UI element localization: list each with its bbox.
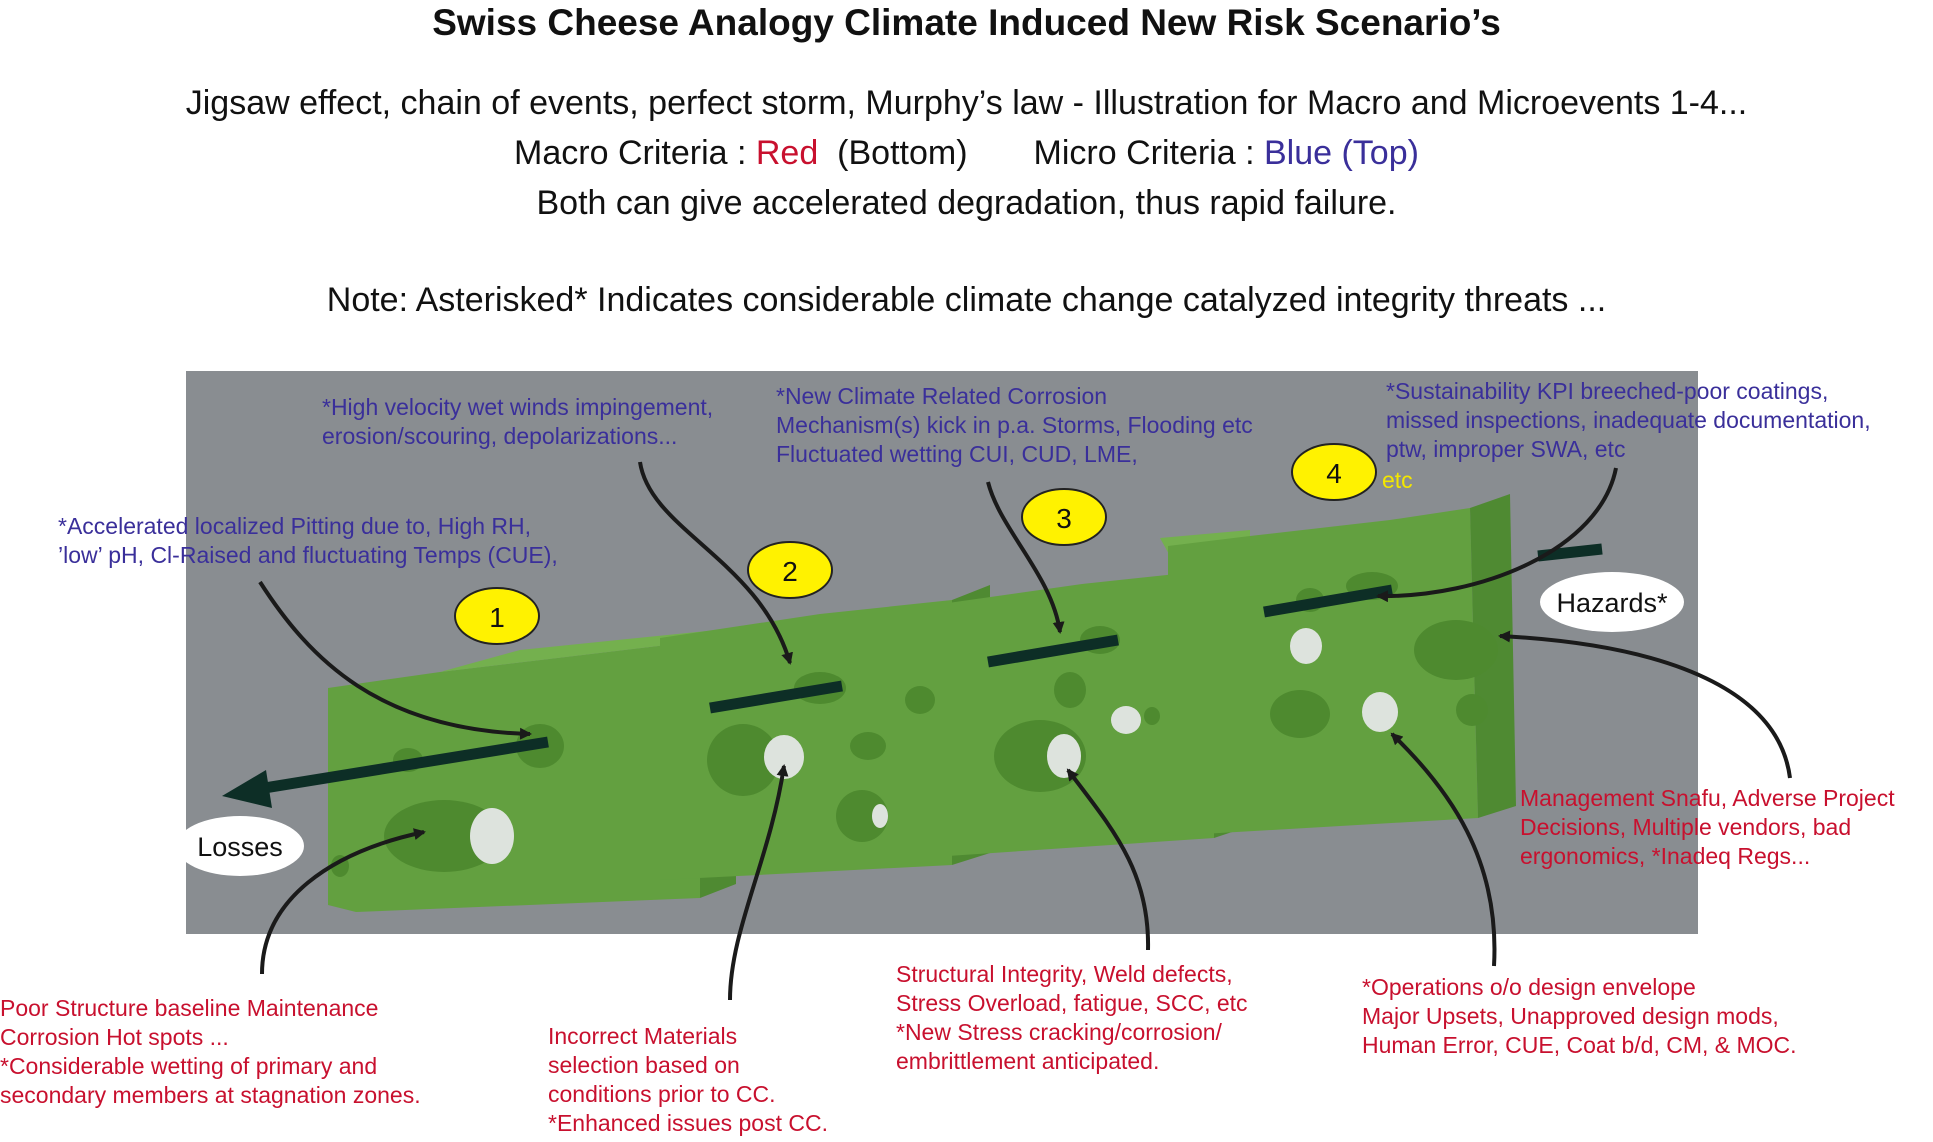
macro-event-1-line-1: Poor Structure baseline Maintenance (0, 995, 379, 1021)
micro-event-1-line-2: ’low’ pH, Cl-Raised and fluctuating Temp… (58, 542, 558, 568)
micro-event-4-etc: etc (1382, 467, 1413, 493)
micro-event-2-line-1: *High velocity wet winds impingement, (322, 394, 714, 420)
callout-arrow-macro-5 (1498, 630, 1792, 779)
callout-arrow-micro-3 (986, 481, 1065, 634)
macro-event-3-line-1: Structural Integrity, Weld defects, (896, 961, 1233, 987)
micro-event-3-line-2: Mechanism(s) kick in p.a. Storms, Floodi… (776, 412, 1253, 438)
macro-criteria-position: (Bottom) (837, 134, 968, 172)
callout-arrow-macro-4 (1390, 732, 1497, 967)
macro-event-5-line-3: ergonomics, *Inadeq Regs... (1520, 843, 1811, 869)
macro-event-3-line-4: embrittlement anticipated. (896, 1048, 1160, 1074)
macro-event-1-label: Poor Structure baseline Maintenance Corr… (0, 994, 421, 1110)
micro-event-4-line-2: missed inspections, inadequate documenta… (1386, 407, 1871, 433)
event-marker-2-number: 2 (782, 556, 798, 587)
callout-arrow-micro-4 (1376, 467, 1618, 603)
losses-label-text: Losses (197, 832, 283, 862)
cheese-slice-1 (328, 628, 736, 912)
diagram-title: Swiss Cheese Analogy Climate Induced New… (432, 2, 1501, 43)
micro-event-4-line-3: ptw, improper SWA, etc (1386, 436, 1626, 462)
macro-event-2-line-2: selection based on (548, 1052, 740, 1078)
diagram-subtitle: Jigsaw effect, chain of events, perfect … (185, 84, 1748, 122)
asterisk-note: Note: Asterisked* Indicates considerable… (326, 281, 1607, 319)
callout-arrow-macro-1 (260, 828, 426, 975)
micro-criteria-label: Micro Criteria : (1033, 134, 1264, 172)
micro-event-2-line-2: erosion/scouring, depolarizations... (322, 423, 678, 449)
micro-event-4-line-1: *Sustainability KPI breeched-poor coatin… (1386, 378, 1829, 404)
macro-event-4-line-3: Human Error, CUE, Coat b/d, CM, & MOC. (1362, 1032, 1797, 1058)
macro-event-2-line-4: *Enhanced issues post CC. (548, 1110, 828, 1136)
callout-arrow-macro-3 (1066, 768, 1151, 951)
callout-arrow-micro-2 (638, 461, 793, 665)
cheese-slice-2 (660, 585, 990, 880)
macro-event-5-line-1: Management Snafu, Adverse Project (1520, 785, 1895, 811)
micro-event-3-line-3: Fluctuated wetting CUI, CUD, LME, (776, 441, 1138, 467)
micro-event-3-label: *New Climate Related Corrosion Mechanism… (776, 382, 1253, 469)
macro-criteria-label: Macro Criteria : (514, 134, 756, 172)
criteria-legend: Macro Criteria : Red (Bottom) Micro Crite… (0, 134, 1933, 173)
micro-event-3-line-1: *New Climate Related Corrosion (776, 383, 1108, 409)
macro-event-2-label: Incorrect Materials selection based on c… (548, 1022, 828, 1138)
macro-event-4-line-1: *Operations o/o design envelope (1362, 974, 1696, 1000)
callout-arrow-macro-2 (728, 764, 789, 1001)
micro-event-2-label: *High velocity wet winds impingement, er… (322, 393, 713, 451)
macro-event-3-line-3: *New Stress cracking/corrosion/ (896, 1019, 1222, 1045)
macro-event-4-line-2: Major Upsets, Unapproved design mods, (1362, 1003, 1779, 1029)
event-marker-1: 1 (454, 587, 540, 645)
event-marker-2: 2 (747, 541, 833, 599)
cheese-slice-4 (1168, 494, 1516, 836)
macro-event-1-line-2: Corrosion Hot spots ... (0, 1024, 229, 1050)
hazards-label: Hazards* (1540, 572, 1684, 632)
macro-criteria-color-word: Red (755, 134, 819, 172)
micro-criteria-color-word: Blue (Top) (1263, 134, 1419, 172)
macro-event-2-line-1: Incorrect Materials (548, 1023, 738, 1049)
macro-event-5-line-2: Decisions, Multiple vendors, bad (1520, 814, 1852, 840)
macro-event-5-label: Management Snafu, Adverse Project Decisi… (1520, 784, 1895, 871)
event-marker-4: 4 (1291, 443, 1377, 501)
event-marker-1-number: 1 (489, 602, 505, 633)
macro-event-3-line-2: Stress Overload, fatigue, SCC, etc (896, 990, 1248, 1016)
micro-event-1-line-1: *Accelerated localized Pitting due to, H… (58, 513, 532, 539)
event-marker-4-number: 4 (1326, 458, 1342, 489)
micro-event-1-label: *Accelerated localized Pitting due to, H… (58, 512, 558, 570)
callout-arrow-micro-1 (258, 580, 532, 740)
macro-event-1-line-3: *Considerable wetting of primary and (0, 1053, 378, 1079)
degradation-statement: Both can give accelerated degradation, t… (536, 184, 1397, 222)
macro-event-4-label: *Operations o/o design envelope Major Up… (1362, 973, 1797, 1060)
micro-event-4-label: *Sustainability KPI breeched-poor coatin… (1386, 377, 1871, 464)
macro-event-1-line-4: secondary members at stagnation zones. (0, 1082, 421, 1108)
event-marker-3: 3 (1021, 488, 1107, 546)
hazards-label-text: Hazards* (1556, 588, 1668, 618)
event-marker-3-number: 3 (1056, 503, 1072, 534)
macro-event-3-label: Structural Integrity, Weld defects, Stre… (896, 960, 1248, 1076)
hazard-trajectory-arrow (222, 543, 1603, 808)
macro-event-2-line-3: conditions prior to CC. (548, 1081, 776, 1107)
losses-label: Losses (176, 816, 304, 876)
